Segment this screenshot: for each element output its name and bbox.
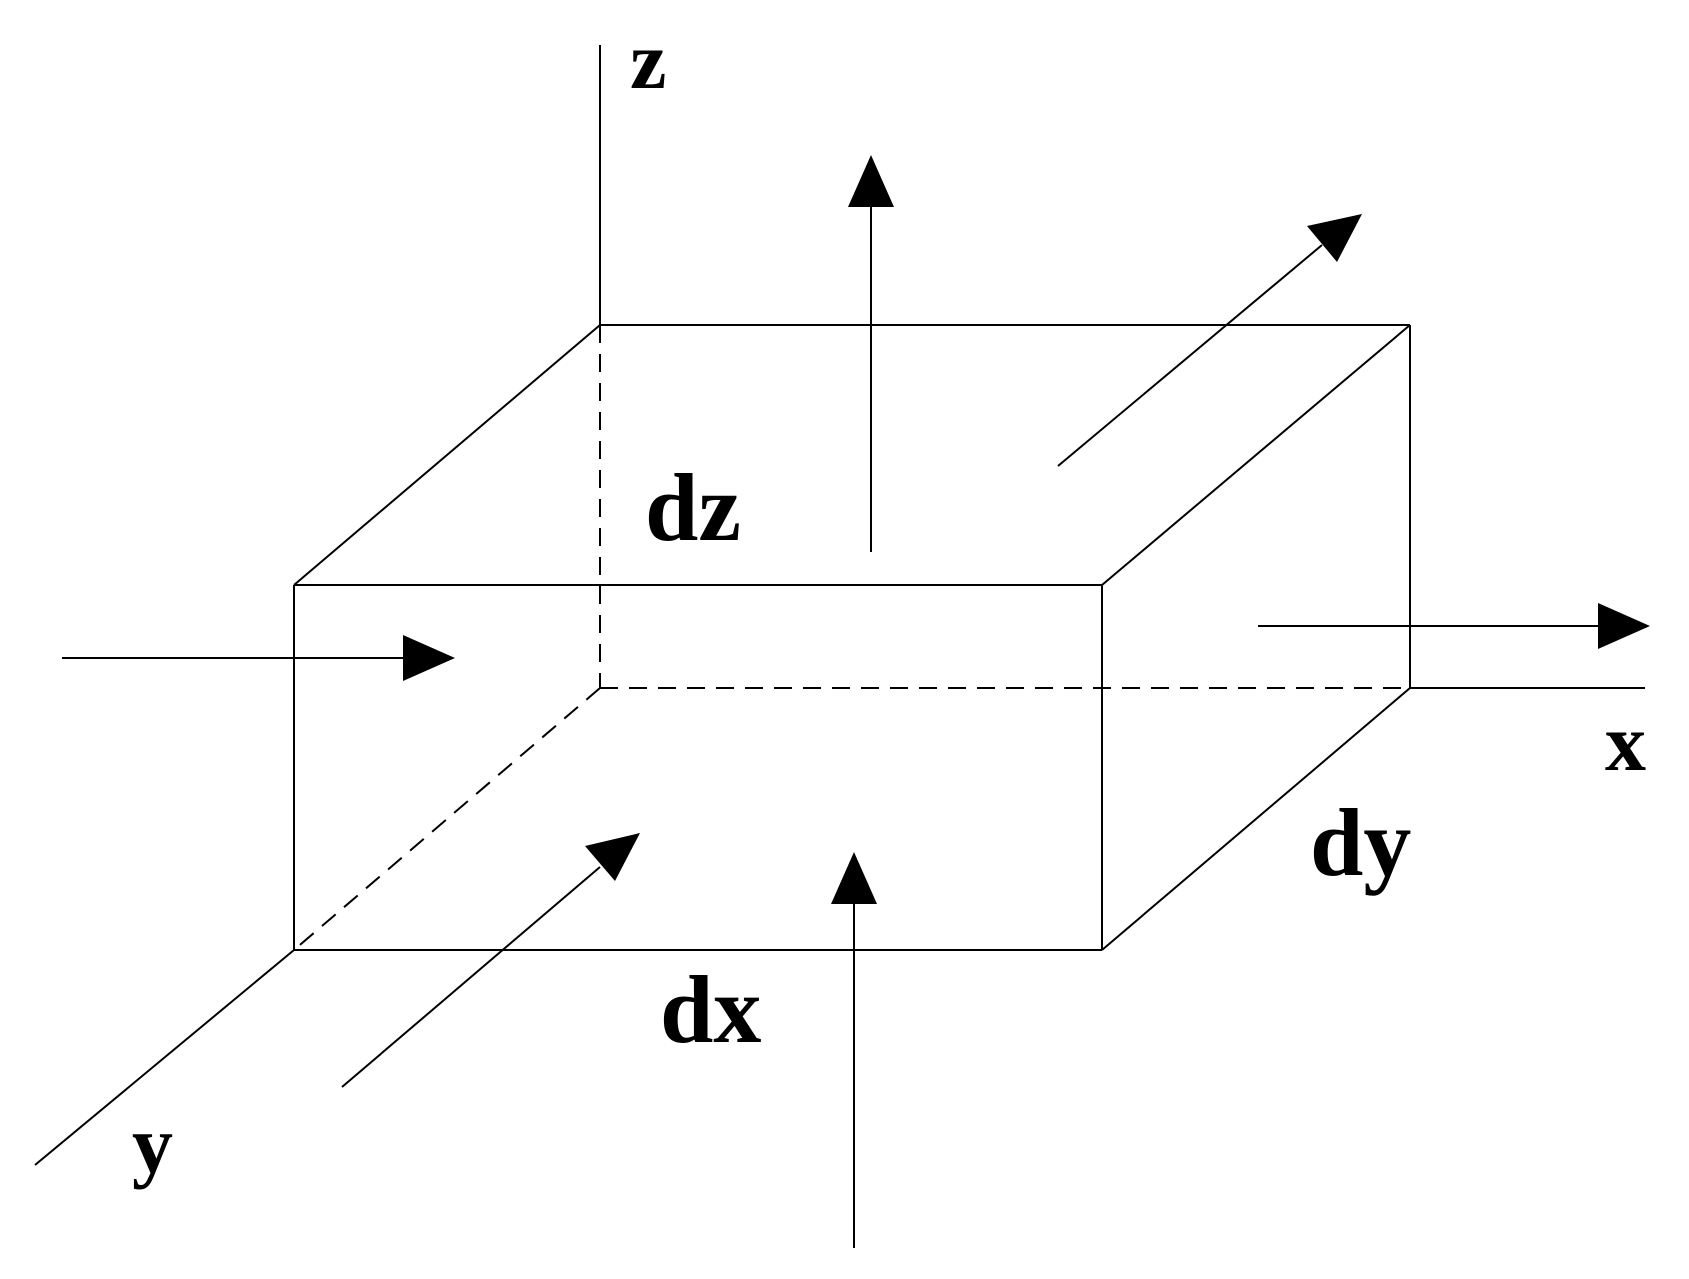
- bottom-right-diagonal: [1101, 687, 1411, 951]
- y-front-shaft: [341, 866, 601, 1088]
- coordinate-axes: [34, 45, 1645, 1166]
- dy-label: dy: [1310, 789, 1411, 896]
- labels: z x y dz dx dy: [132, 15, 1646, 1190]
- x-outflow-arrowhead-icon: [1598, 603, 1650, 649]
- y-front-arrowhead-icon: [585, 833, 640, 881]
- y-back-arrowhead-icon: [1307, 214, 1362, 262]
- top-right-diagonal: [1101, 324, 1411, 586]
- flux-arrows: [62, 155, 1650, 1248]
- z-inflow-arrow: [831, 852, 877, 1248]
- dz-label: dz: [645, 454, 741, 561]
- y-front-arrow: [341, 833, 640, 1088]
- dx-label: dx: [660, 956, 761, 1063]
- y-back-arrow: [1057, 214, 1362, 467]
- y-axis-label: y: [132, 1099, 173, 1190]
- z-outflow-arrow: [848, 155, 894, 552]
- z-outflow-arrowhead-icon: [848, 155, 894, 207]
- x-axis-label: x: [1605, 697, 1646, 788]
- box-edges: [293, 324, 1411, 951]
- y-axis-hidden-segment: [293, 687, 601, 951]
- z-inflow-arrowhead-icon: [831, 852, 877, 904]
- x-inflow-arrow: [62, 635, 455, 681]
- x-inflow-arrowhead-icon: [403, 635, 455, 681]
- x-outflow-arrow: [1258, 603, 1650, 649]
- y-back-shaft: [1057, 244, 1323, 467]
- top-left-diagonal: [293, 324, 601, 586]
- z-axis-label: z: [630, 15, 666, 106]
- y-axis-line: [34, 949, 295, 1166]
